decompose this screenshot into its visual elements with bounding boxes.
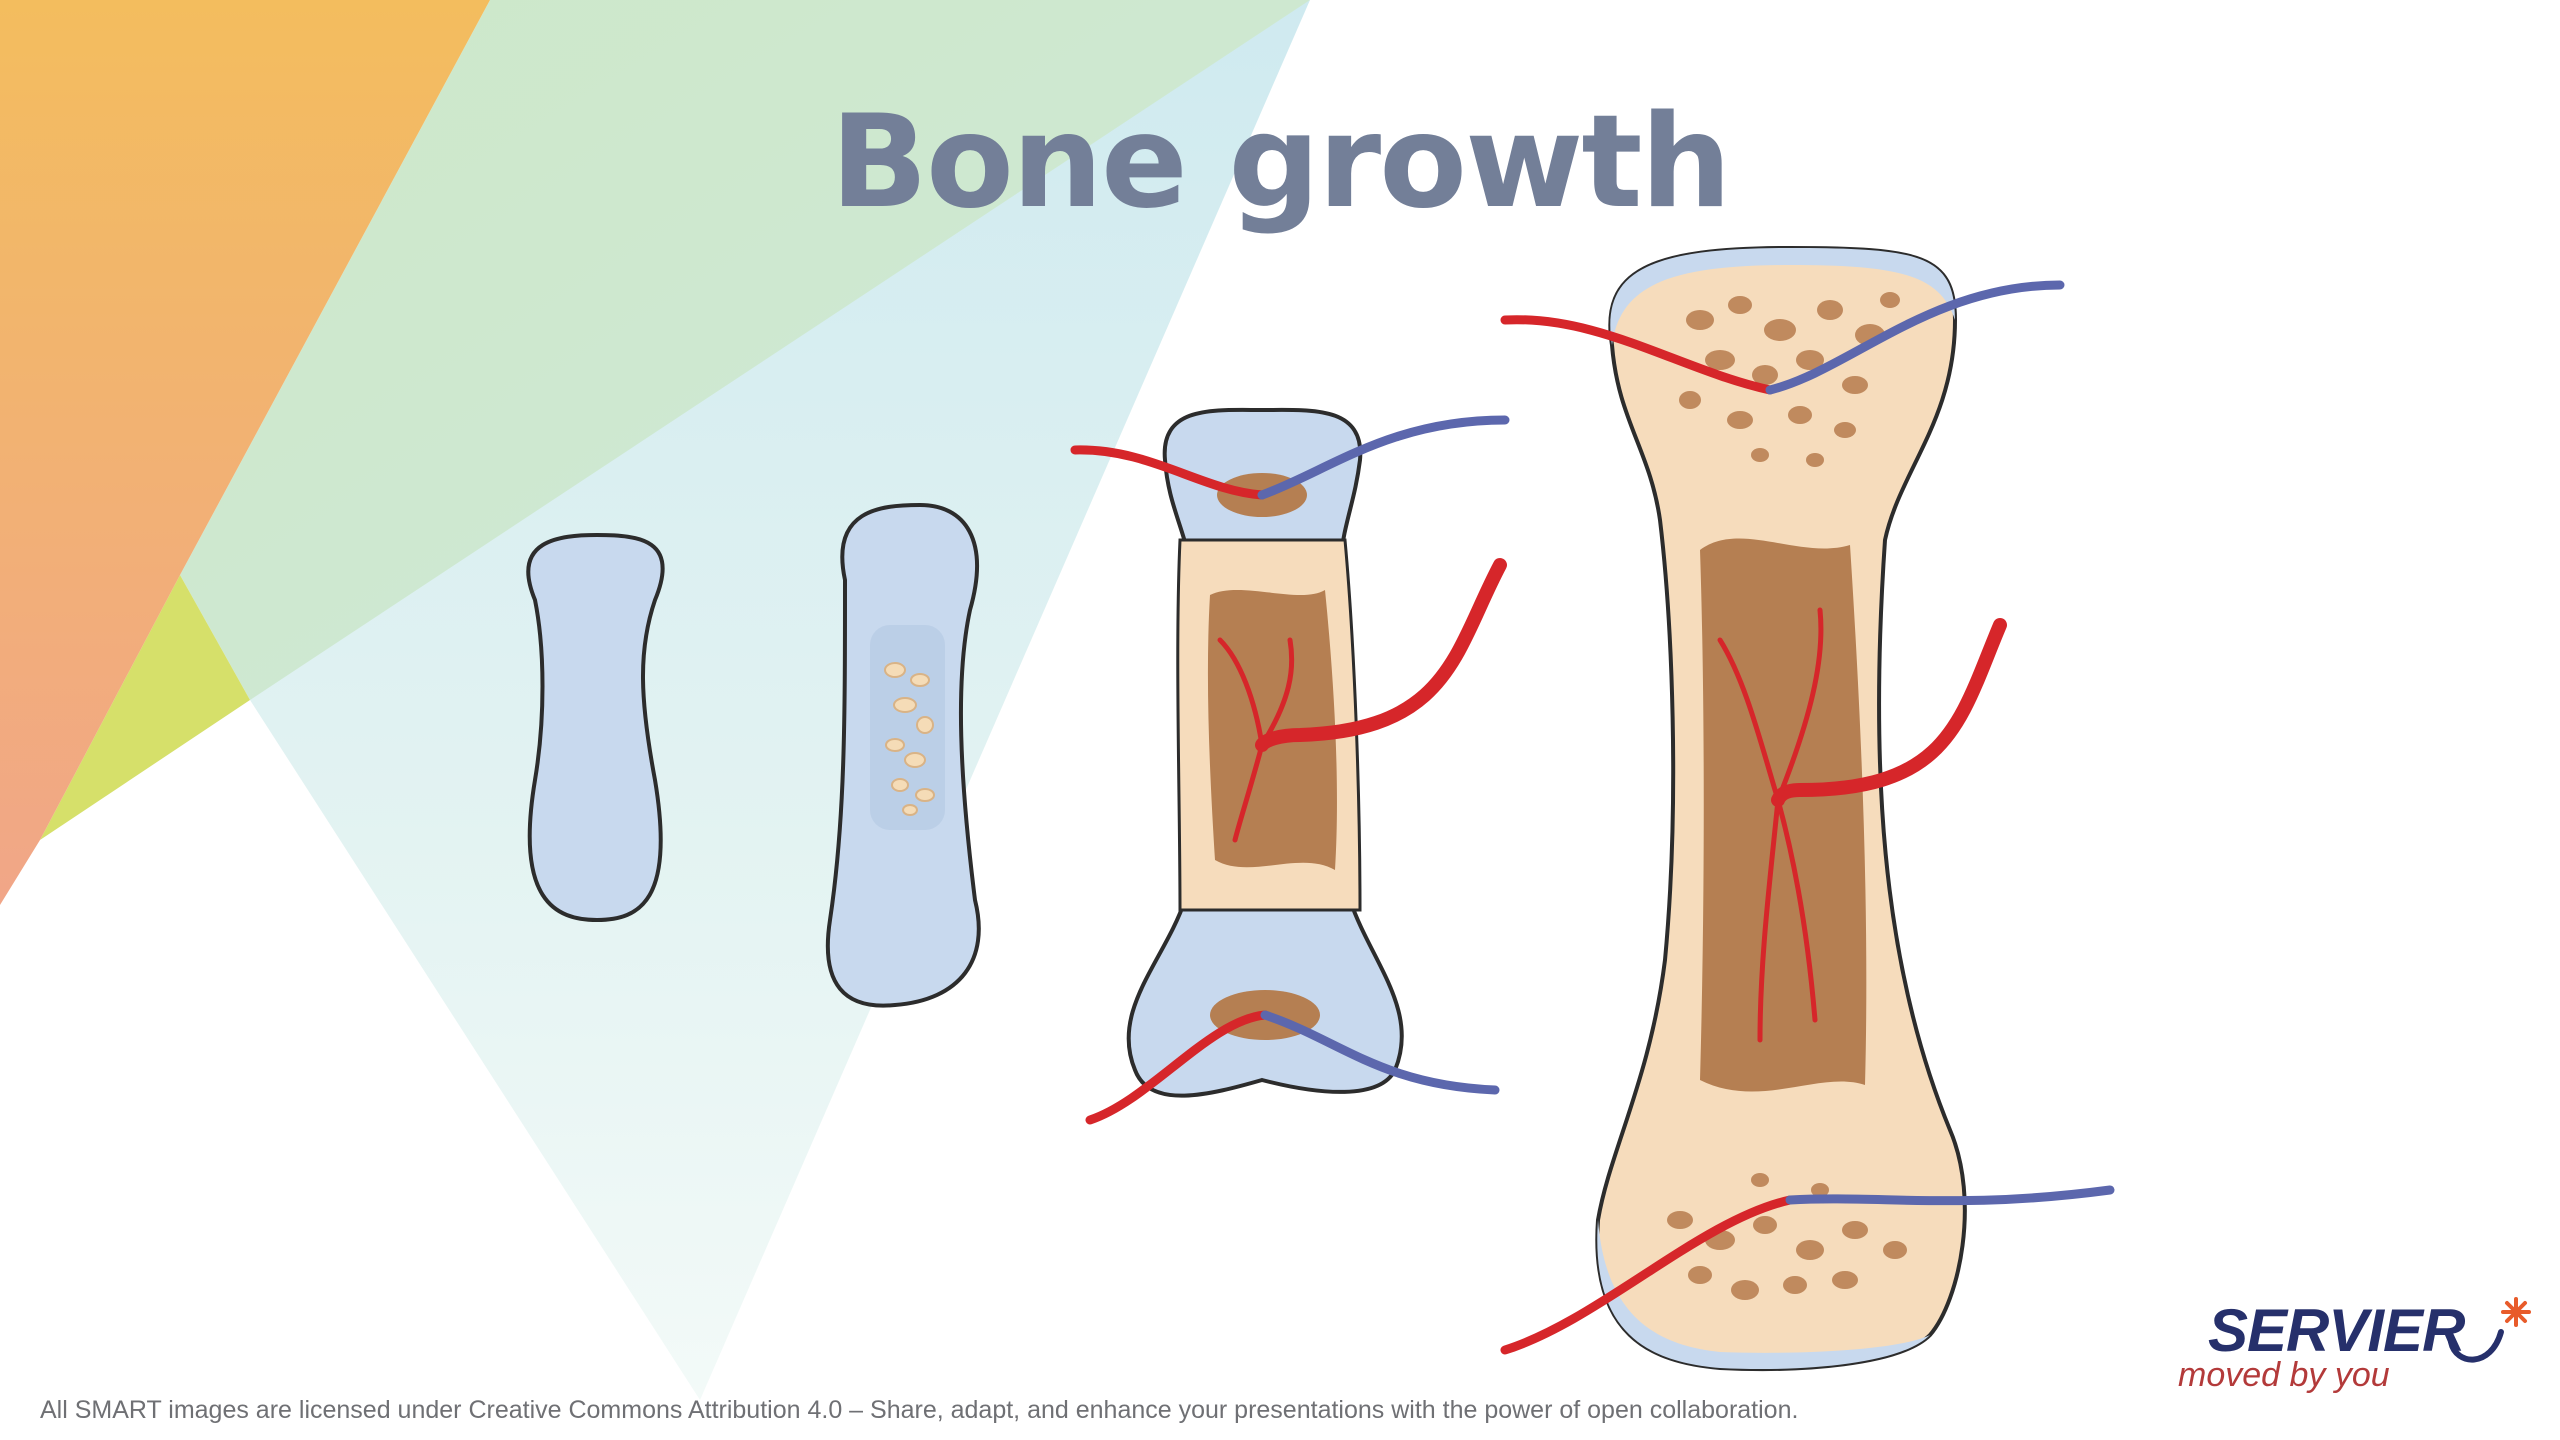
artery-top-3 (1070, 445, 1267, 500)
servier-logo: SERVIER moved by you (2178, 1296, 2538, 1396)
vessels-stage4 (1500, 280, 2115, 1355)
logo-tagline: moved by you (2178, 1356, 2390, 1394)
stage-cartilage-model (526, 532, 665, 923)
license-footer: All SMART images are licensed under Crea… (40, 1396, 1799, 1424)
artery-branch-4 (1717, 607, 1824, 1043)
vein-top-3 (1257, 415, 1510, 500)
artery-top-4 (1500, 315, 1775, 395)
stage-mature-bone (1500, 245, 2115, 1371)
spongy-bone-bottom (1667, 1173, 1907, 1300)
page-title: Bone growth (830, 88, 1731, 237)
artery-bottom-3 (1085, 1010, 1270, 1125)
bg-lime-triangle (40, 575, 250, 840)
spongy-bone-top (1679, 292, 1900, 467)
cartilage-model-outline (526, 532, 665, 923)
vein-bottom-4 (1785, 1185, 2115, 1206)
artery-bottom-4 (1500, 1195, 1795, 1355)
vessels-stage3 (1070, 415, 1510, 1125)
bg-orange-triangle (0, 0, 490, 905)
artery-branch-3 (1217, 637, 1295, 843)
logo-star-icon (2501, 1297, 2531, 1327)
ossification-zone (870, 625, 945, 830)
artery-nutrient-4 (1771, 618, 2007, 807)
vein-top-4 (1765, 280, 2065, 395)
artery-nutrient-3 (1255, 558, 1507, 752)
logo-swoosh-icon (2448, 1329, 2504, 1363)
stage-primary-ossification (825, 502, 981, 1008)
vein-bottom-3 (1260, 1010, 1500, 1095)
logo-name: SERVIER (2208, 1297, 2465, 1364)
bg-green-triangle (180, 0, 1310, 700)
ossification-spots (884, 662, 935, 816)
stage-secondary-ossification (1070, 407, 1510, 1125)
